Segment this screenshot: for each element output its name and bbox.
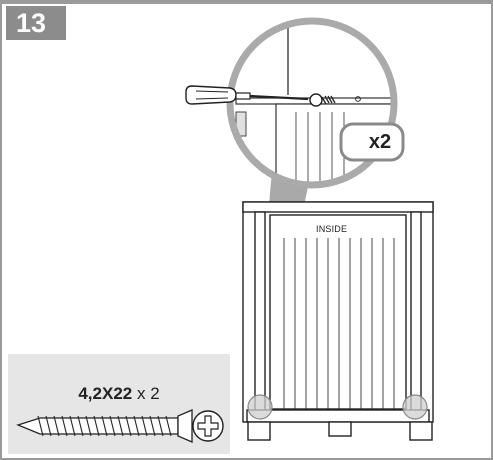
screw-location-left	[247, 394, 273, 420]
step-number-badge: 13	[6, 6, 66, 40]
cabinet-foot-center	[328, 421, 352, 437]
cabinet-foot-right	[409, 421, 433, 441]
screw-multiplier: x 2	[136, 384, 160, 403]
cabinet-inside-label: INSIDE	[316, 224, 348, 234]
screw-spec-panel: 4,2X22 x 2	[8, 354, 230, 454]
cabinet-inner-left-post	[254, 211, 266, 413]
screwdriver-icon	[185, 85, 309, 105]
cabinet-slats	[283, 238, 395, 409]
cabinet-top-rim	[242, 201, 434, 213]
cabinet-back-panel	[269, 214, 407, 410]
screw-size: 4,2X22	[78, 384, 133, 403]
quantity-callout-text: x2	[368, 131, 392, 153]
quantity-callout-box	[339, 122, 405, 162]
zoom-circle-border	[226, 17, 398, 189]
screw-location-right	[402, 394, 428, 420]
screw-spec-caption: 4,2X22 x 2	[8, 384, 230, 404]
cabinet-foot-left	[247, 421, 271, 441]
zoom-screw	[309, 93, 336, 107]
cabinet-bottom-rail	[246, 409, 430, 423]
cabinet-inner-right-post	[410, 211, 422, 413]
